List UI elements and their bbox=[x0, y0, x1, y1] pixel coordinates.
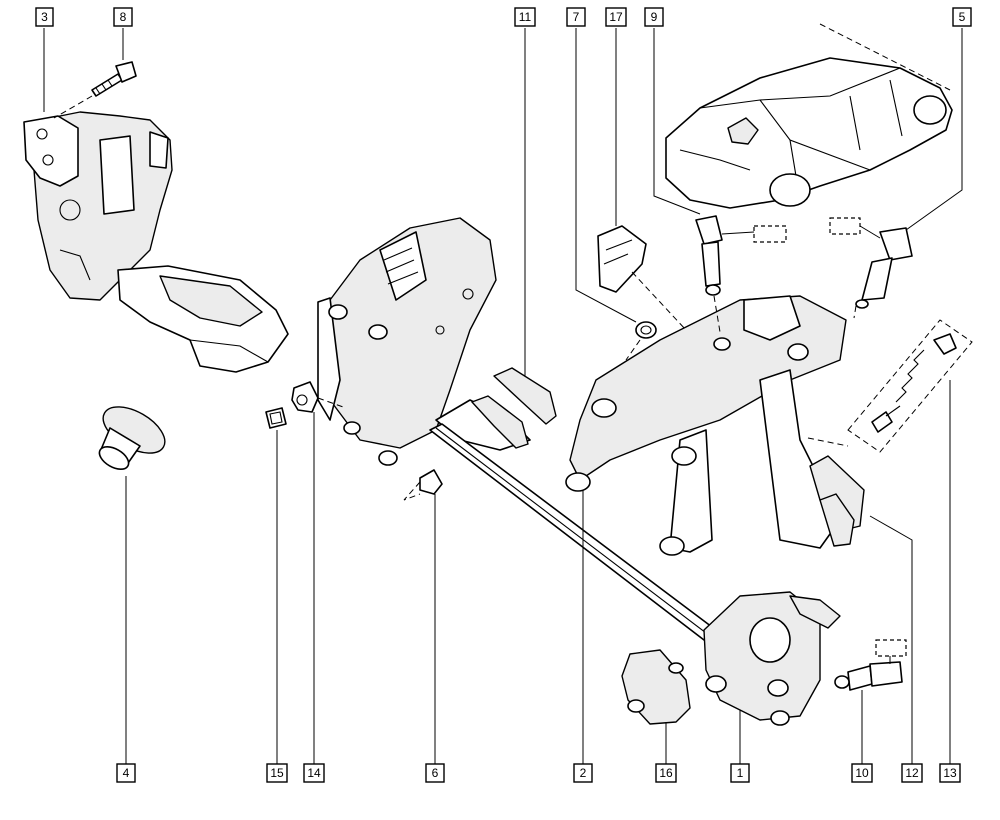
reference-box-5 bbox=[829, 217, 861, 235]
pad-part-11 bbox=[471, 367, 557, 449]
vehicle-location-icon bbox=[665, 57, 953, 209]
callout-4-label: 4 bbox=[123, 766, 130, 780]
bump-stop-part-4 bbox=[98, 406, 166, 470]
stop-light-switch-part-9 bbox=[695, 215, 787, 296]
bolt-part-8 bbox=[91, 61, 137, 97]
reference-box-10 bbox=[875, 639, 907, 657]
callout-9-label: 9 bbox=[651, 10, 658, 24]
callout-15-label: 15 bbox=[270, 766, 284, 780]
callout-14-label: 14 bbox=[307, 766, 321, 780]
spring-assembly-part-13 bbox=[847, 319, 973, 453]
callout-7-label: 7 bbox=[573, 10, 580, 24]
pedal-assembly-part-2 bbox=[565, 295, 865, 556]
callout-12-label: 12 bbox=[905, 766, 919, 780]
callout-7: 7 bbox=[566, 7, 586, 27]
callout-3-label: 3 bbox=[41, 10, 48, 24]
callout-1-label: 1 bbox=[737, 766, 744, 780]
callout-6: 6 bbox=[425, 763, 445, 783]
callout-1: 1 bbox=[730, 763, 750, 783]
callout-17: 17 bbox=[605, 7, 627, 27]
clip-part-14 bbox=[291, 381, 319, 413]
callout-10: 10 bbox=[851, 763, 873, 783]
clip-part-15 bbox=[265, 407, 287, 429]
callout-5: 5 bbox=[952, 7, 972, 27]
callout-17-label: 17 bbox=[609, 10, 623, 24]
callout-8: 8 bbox=[113, 7, 133, 27]
callout-9: 9 bbox=[644, 7, 664, 27]
callout-3: 3 bbox=[35, 7, 54, 27]
callout-13-label: 13 bbox=[943, 766, 957, 780]
sensor-part-10 bbox=[834, 639, 907, 691]
callout-16: 16 bbox=[655, 763, 677, 783]
callout-13: 13 bbox=[939, 763, 961, 783]
callout-8-label: 8 bbox=[120, 10, 127, 24]
callout-11-label: 11 bbox=[519, 10, 532, 24]
callout-10-label: 10 bbox=[855, 766, 869, 780]
callout-16-label: 16 bbox=[659, 766, 673, 780]
mounting-plate-part-1 bbox=[703, 591, 841, 726]
switch-part-5 bbox=[829, 217, 913, 309]
callout-2-label: 2 bbox=[580, 766, 587, 780]
callout-11: 11 bbox=[514, 7, 536, 27]
callout-6-label: 6 bbox=[432, 766, 439, 780]
reference-box-9 bbox=[753, 225, 787, 243]
pedal-location-mark bbox=[727, 117, 759, 145]
callout-15: 15 bbox=[266, 763, 288, 783]
callout-5-label: 5 bbox=[959, 10, 966, 24]
callout-4: 4 bbox=[116, 763, 136, 783]
accelerator-pedal-module bbox=[23, 111, 289, 373]
grommet-part-7 bbox=[635, 321, 657, 339]
callout-12: 12 bbox=[901, 763, 923, 783]
leader-lines bbox=[43, 23, 963, 764]
callout-2: 2 bbox=[573, 763, 593, 783]
dust-cover-part-16 bbox=[621, 649, 691, 725]
clip-part-6 bbox=[419, 469, 443, 495]
switch-part-17 bbox=[597, 225, 647, 293]
callout-14: 14 bbox=[303, 763, 325, 783]
